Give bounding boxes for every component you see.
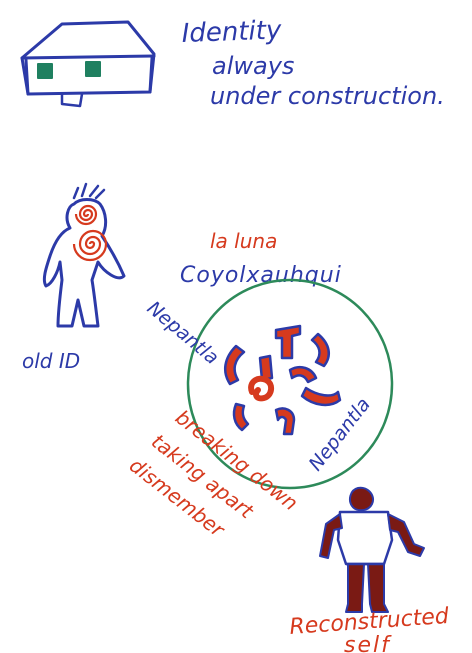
label-old-id: old ID (22, 349, 80, 373)
body-pieces-icon (225, 326, 340, 434)
heading-always: always (212, 52, 294, 80)
heading-identity: Identity (181, 16, 282, 49)
label-self: self (344, 633, 392, 653)
house-icon (22, 22, 154, 106)
label-nepantla-upper: Nepantla (143, 297, 223, 369)
label-nepantla-lower: Nepantla (305, 394, 375, 475)
reconstructed-figure-icon (320, 488, 424, 612)
heading-under-construction: under construction. (210, 82, 445, 110)
old-id-figure-icon (44, 184, 124, 326)
label-la-luna: la luna (210, 229, 277, 253)
